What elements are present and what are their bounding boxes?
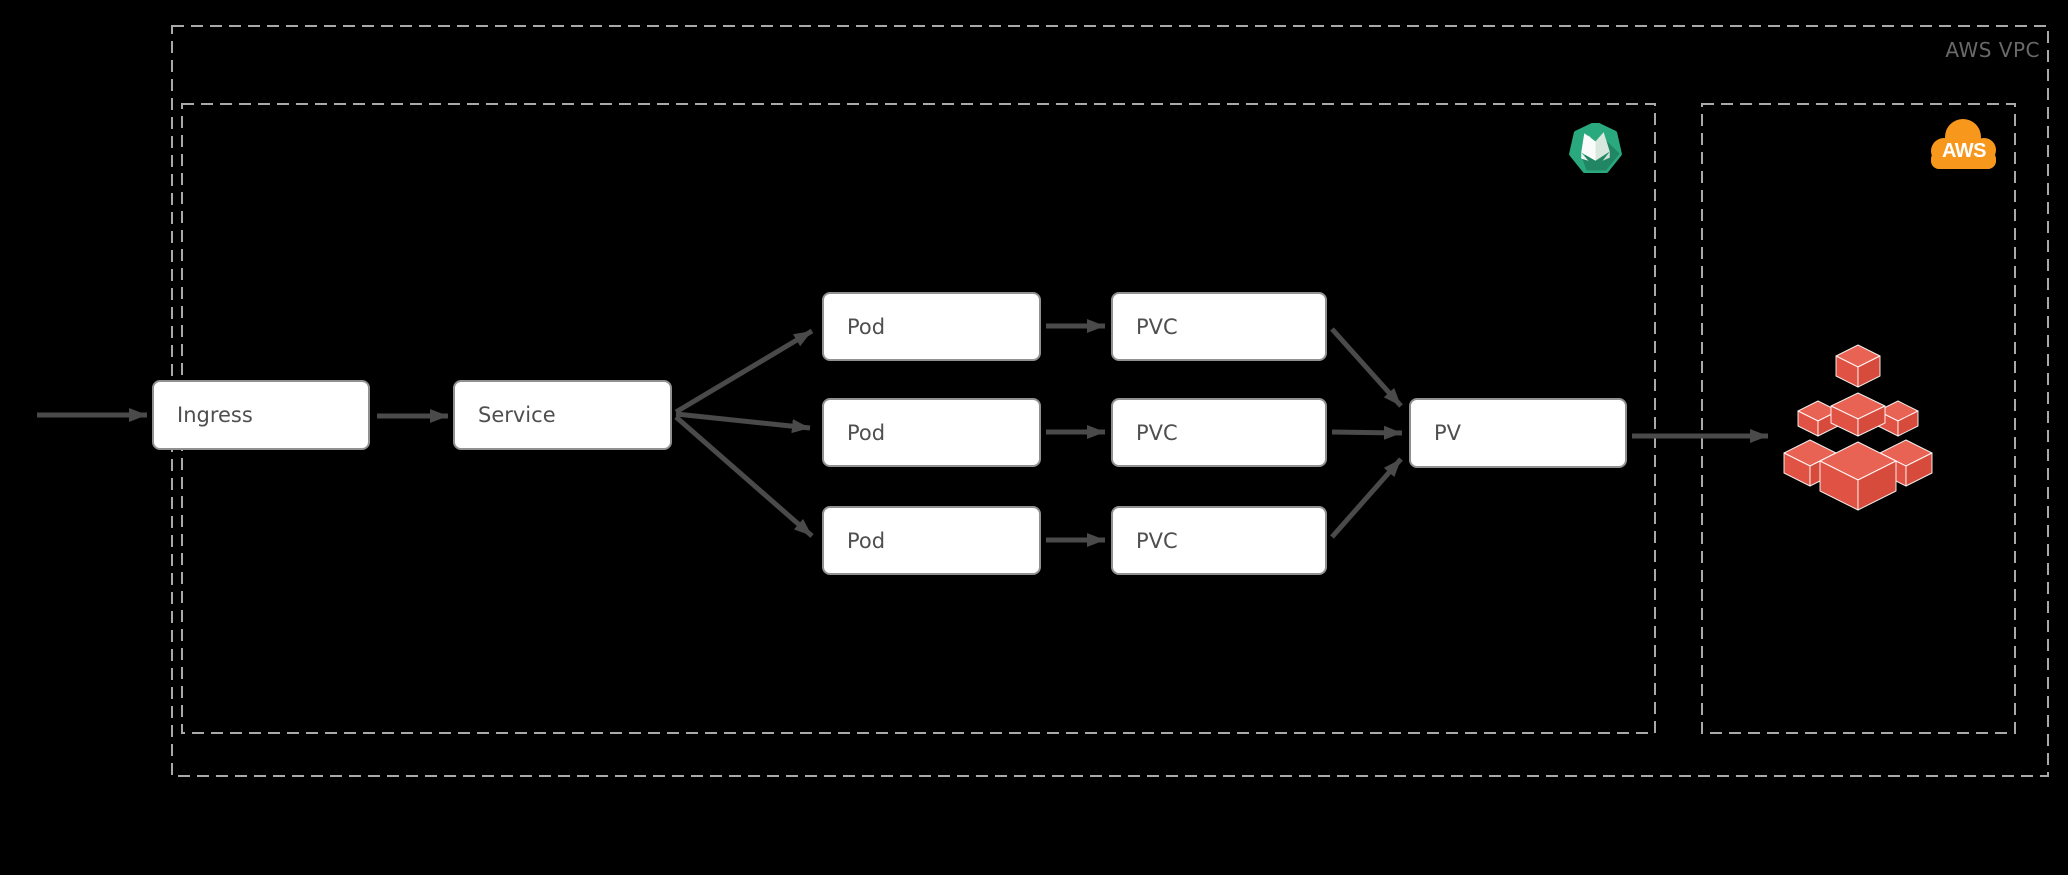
node-service: Service (453, 380, 672, 450)
node-ingress: Ingress (152, 380, 370, 450)
node-pvc-3: PVC (1111, 506, 1327, 575)
node-pvc-2: PVC (1111, 398, 1327, 467)
kubernetes-cluster-boundary (181, 103, 1656, 734)
edge-pvc3-to-pv (1330, 457, 1403, 539)
node-ingress-label: Ingress (177, 403, 253, 427)
node-pod-1-label: Pod (847, 314, 886, 339)
node-pv: PV (1409, 398, 1627, 468)
node-pod-2-label: Pod (847, 420, 886, 445)
node-pv-label: PV (1434, 421, 1462, 445)
aws-cloud-icon: AWS (1931, 119, 1996, 169)
aws-cloud-text: AWS (1942, 140, 1986, 162)
node-pod-3-label: Pod (847, 528, 886, 553)
node-pod-2: Pod (822, 398, 1041, 467)
node-pvc-2-label: PVC (1136, 420, 1178, 445)
kubernetes-icon (1569, 123, 1622, 174)
edge-service-to-pod1 (674, 328, 814, 415)
aws-storage-cubes-icon (1783, 344, 1933, 511)
node-pod-3: Pod (822, 506, 1041, 575)
aws-services-boundary (1701, 103, 2016, 734)
aws-vpc-boundary (171, 25, 2049, 777)
edge-service-to-pod2 (675, 411, 811, 434)
node-service-label: Service (478, 403, 556, 427)
edge-pvc2-to-pv (1331, 425, 1403, 440)
node-pvc-1: PVC (1111, 292, 1327, 361)
edge-service-to-pod3 (674, 415, 814, 538)
node-pod-1: Pod (822, 292, 1041, 361)
node-pvc-1-label: PVC (1136, 314, 1178, 339)
node-pvc-3-label: PVC (1136, 528, 1178, 553)
edge-pvc1-to-pv (1330, 327, 1403, 408)
aws-vpc-label: AWS VPC (1945, 38, 2040, 62)
